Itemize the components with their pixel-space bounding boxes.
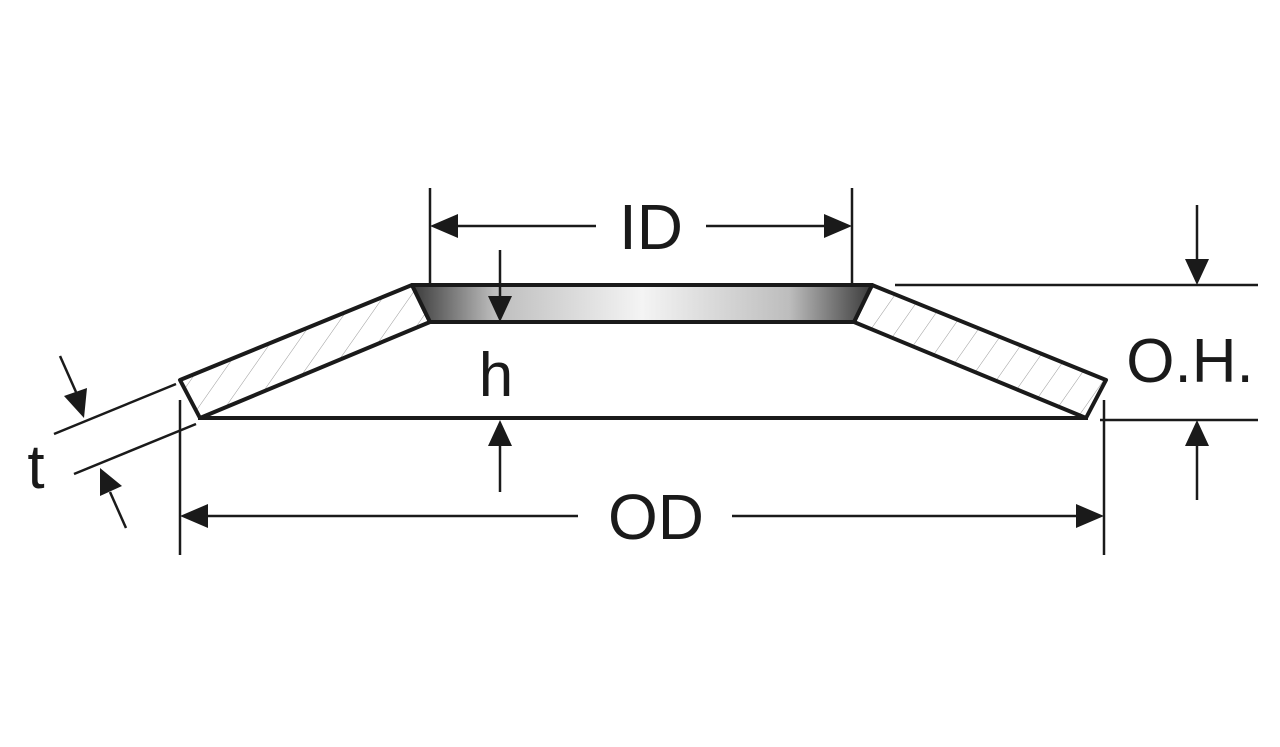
id-label: ID (619, 191, 683, 263)
od-arrow-right (1076, 504, 1104, 528)
t-arrow-down (64, 388, 87, 418)
h-arrow-up (488, 420, 512, 446)
oh-arrow-up (1185, 420, 1209, 446)
t-upper-line (58, 355, 78, 393)
washer-body (178, 283, 1108, 420)
right-cross-section (852, 283, 1108, 420)
id-arrow-left (430, 214, 458, 238)
h-arrow-down (488, 296, 512, 322)
t-dimension: t (27, 355, 197, 529)
oh-dimension: O.H. (895, 205, 1258, 500)
h-label: h (479, 341, 513, 410)
oh-arrow-down (1185, 259, 1209, 285)
inner-bore-band (410, 283, 874, 324)
t-arrow-up (100, 468, 122, 496)
t-lower-line (108, 491, 128, 529)
id-arrow-right (824, 214, 852, 238)
od-arrow-left (180, 504, 208, 528)
id-dimension: ID (428, 188, 854, 285)
od-dimension: OD (178, 400, 1106, 555)
t-label: t (27, 433, 44, 502)
t-extension-bottom (73, 422, 197, 476)
od-label: OD (608, 481, 704, 553)
oh-label: O.H. (1126, 327, 1253, 396)
t-extension-top (53, 382, 177, 436)
left-cross-section (178, 283, 432, 420)
h-dimension: h (479, 250, 513, 492)
